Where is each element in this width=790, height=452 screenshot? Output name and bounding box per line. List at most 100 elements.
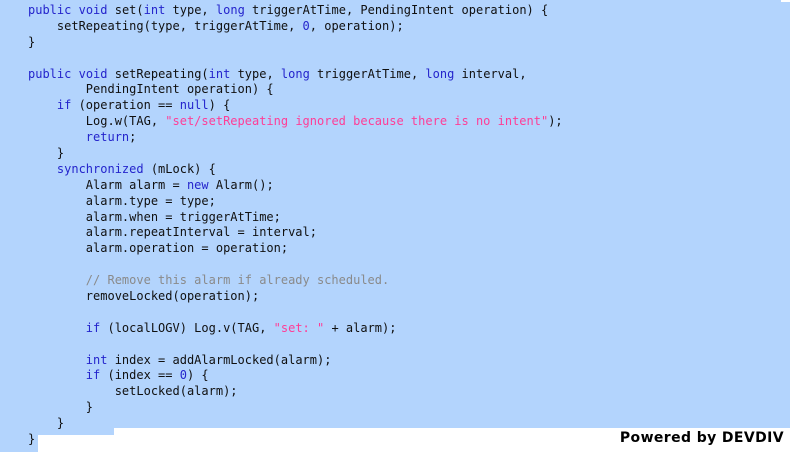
code-line: } (0, 432, 790, 448)
code-line: PendingIntent operation) { (0, 82, 790, 98)
code-token-pln: (operation == (71, 98, 180, 113)
code-indent (28, 162, 57, 176)
code-token-pln: triggerAtTime, (309, 66, 426, 81)
code-token-kw: long (280, 66, 310, 81)
code-token-pln (71, 67, 78, 81)
code-token-pln: ) { (186, 368, 209, 383)
code-token-kw: int (85, 352, 108, 367)
code-line: } (0, 400, 790, 416)
code-line: // Remove this alarm if already schedule… (0, 273, 790, 289)
code-token-pln: + alarm); (324, 320, 397, 335)
code-token-pln: } (56, 416, 65, 431)
code-line: return; (0, 130, 790, 146)
code-indent (28, 98, 57, 112)
code-token-pln: Alarm alarm = (85, 177, 187, 192)
footer-band-lower (38, 435, 790, 452)
code-token-kw: null (179, 98, 209, 113)
code-line: synchronized (mLock) { (0, 162, 790, 178)
code-indent (28, 178, 86, 192)
code-token-pln: ; (129, 130, 137, 145)
code-token-kw: if (85, 320, 101, 335)
code-token-pln: setLocked(alarm); (114, 384, 238, 399)
code-token-pln: alarm.repeatInterval = interval; (85, 225, 317, 240)
code-line (0, 257, 790, 273)
code-token-pln: , operation); (309, 18, 404, 33)
code-indent (28, 321, 86, 335)
code-token-kw: new (186, 177, 209, 192)
code-token-pln: triggerAtTime, PendingIntent operation) … (244, 3, 549, 17)
code-token-num: 0 (302, 18, 310, 33)
code-token-pln: (localLOGV) Log.v(TAG, (100, 320, 274, 335)
code-line (0, 305, 790, 321)
code-indent (28, 289, 86, 303)
code-token-pln: setRepeating(type, triggerAtTime, (56, 18, 303, 33)
code-indent (28, 384, 115, 398)
code-line: Alarm alarm = new Alarm(); (0, 178, 790, 194)
code-token-num: 0 (179, 368, 187, 383)
code-token-pln: removeLocked(operation); (85, 289, 260, 304)
code-token-pln: } (28, 34, 36, 49)
code-token-pln: type, (230, 66, 281, 81)
code-token-pln: Alarm(); (208, 177, 274, 192)
code-indent (28, 241, 86, 255)
code-token-pln: interval, (454, 66, 527, 81)
code-token-kw: long (425, 66, 455, 81)
code-indent (28, 353, 86, 367)
code-token-kw: int (143, 3, 166, 17)
code-token-kw: public (28, 3, 72, 17)
code-line: alarm.when = triggerAtTime; (0, 210, 790, 226)
code-token-kw: if (56, 98, 72, 113)
code-indent (28, 416, 57, 430)
code-token-pln: alarm.operation = operation; (85, 241, 289, 256)
code-token-pln (71, 3, 78, 17)
code-token-pln: alarm.when = triggerAtTime; (85, 209, 281, 224)
code-token-pln: (index == (100, 368, 180, 383)
code-indent (28, 273, 86, 287)
code-line: int index = addAlarmLocked(alarm); (0, 353, 790, 369)
code-indent (28, 146, 57, 160)
code-token-kw: long (215, 3, 245, 17)
code-token-pln: } (56, 146, 65, 161)
code-indent (28, 19, 57, 33)
code-line: } (0, 35, 790, 51)
code-token-pln: (mLock) { (143, 161, 216, 176)
code-token-kw: void (78, 3, 108, 17)
code-token-str: "set/setRepeating ignored because there … (165, 114, 549, 129)
top-right-sliver (781, 0, 790, 2)
code-token-pln: alarm.type = type; (85, 193, 216, 208)
code-line: alarm.operation = operation; (0, 241, 790, 257)
code-indent (28, 82, 86, 96)
code-token-pln: index = addAlarmLocked(alarm); (107, 352, 332, 367)
code-indent (28, 194, 86, 208)
code-token-kw: if (85, 368, 101, 383)
code-indent (28, 225, 86, 239)
code-token-cmt: // Remove this alarm if already schedule… (85, 273, 390, 288)
code-token-kw: void (78, 66, 108, 81)
code-line: public void set(int type, long triggerAt… (0, 3, 790, 19)
code-line: setLocked(alarm); (0, 384, 790, 400)
code-token-pln: } (28, 432, 36, 447)
code-indent (28, 130, 86, 144)
code-background (0, 0, 790, 437)
code-line: Log.w(TAG, "set/setRepeating ignored bec… (0, 114, 790, 130)
code-line: public void setRepeating(int type, long … (0, 67, 790, 83)
code-token-pln: } (85, 400, 94, 415)
code-token-kw: synchronized (56, 161, 144, 176)
code-token-pln: set( (107, 3, 144, 17)
code-line: setRepeating(type, triggerAtTime, 0, ope… (0, 19, 790, 35)
code-line: } (0, 416, 790, 432)
code-indent (28, 368, 86, 382)
code-indent (28, 210, 86, 224)
code-line: alarm.repeatInterval = interval; (0, 225, 790, 241)
code-token-kw: int (208, 66, 231, 81)
code-line: removeLocked(operation); (0, 289, 790, 305)
code-background-tail (0, 437, 38, 452)
code-token-str: "set: " (273, 320, 325, 335)
code-indent (28, 400, 86, 414)
code-token-kw: return (85, 130, 130, 145)
code-token-pln: Log.w(TAG, (85, 114, 166, 129)
code-line: alarm.type = type; (0, 194, 790, 210)
watermark-label: Powered by DEVDIV (619, 430, 784, 446)
